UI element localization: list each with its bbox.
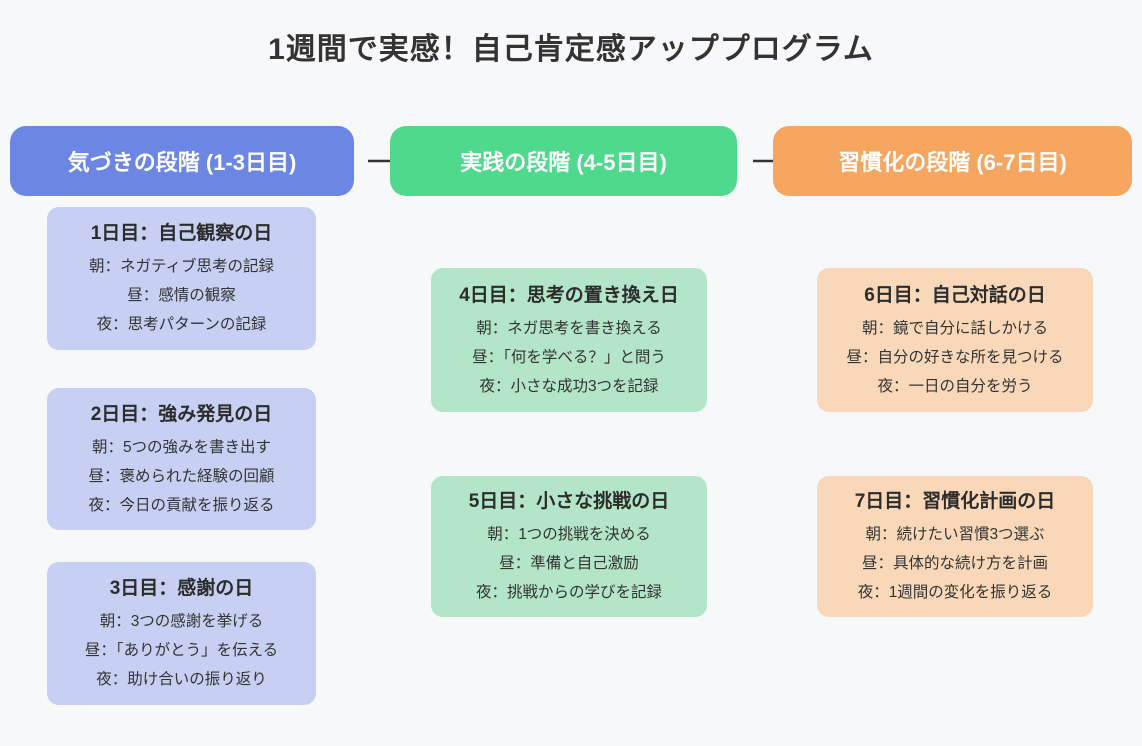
day-item-morning: 朝：1つの挑戦を決める	[487, 526, 651, 543]
day-item-night: 夜：一日の自分を労う	[877, 377, 1033, 395]
day-item-night: 夜：挑戦からの学びを記録	[475, 584, 662, 601]
phase-header-practice: 実践の段階 (4-5日目)	[390, 126, 737, 196]
phase-header-awareness: 気づきの段階 (1-3日目)	[10, 126, 354, 196]
day-item-noon: 昼：「ありがとう」を伝える	[84, 642, 279, 659]
phase-header-habit: 習慣化の段階 (6-7日目)	[773, 126, 1132, 196]
day-card-1: 1日目：自己観察の日 朝：ネガティブ思考の記録 昼：感情の観察 夜：思考パターン…	[47, 207, 316, 350]
day-item-night: 夜：思考パターンの記録	[96, 316, 267, 333]
day-item-noon: 昼：自分の好きな所を見つける	[846, 348, 1064, 366]
day-item-night: 夜：今日の貢献を振り返る	[88, 496, 275, 514]
day-title: 4日目：思考の置き換え日	[459, 284, 679, 306]
day-item-noon: 昼：準備と自己激励	[499, 555, 639, 572]
day-title: 2日目：強み発見の日	[90, 403, 273, 425]
phase-header-label: 気づきの段階 (1-3日目)	[67, 150, 297, 175]
phase-header-label: 実践の段階 (4-5日目)	[460, 150, 667, 175]
day-title: 3日目：感謝の日	[109, 578, 254, 599]
day-card-2: 2日目：強み発見の日 朝：5つの強みを書き出す 昼：褒められた経験の回顧 夜：今…	[47, 388, 316, 530]
day-item-morning: 朝：5つの強みを書き出す	[91, 438, 272, 456]
day-item-morning: 朝：ネガティブ思考の記録	[88, 258, 275, 275]
day-item-night: 夜：1週間の変化を振り返る	[857, 584, 1053, 601]
day-item-noon: 昼：「何を学べる？」と問う	[472, 348, 666, 366]
day-item-morning: 朝：鏡で自分に話しかける	[861, 319, 1048, 337]
page-title: 1週間で実感！自己肯定感アッププログラム	[268, 33, 874, 66]
day-card-7: 7日目：習慣化計画の日 朝：続けたい習慣3つ選ぶ 昼：具体的な続け方を計画 夜：…	[817, 476, 1093, 617]
day-item-noon: 昼：感情の観察	[127, 287, 236, 304]
day-item-morning: 朝：続けたい習慣3つ選ぶ	[865, 526, 1045, 543]
day-card-6: 6日目：自己対話の日 朝：鏡で自分に話しかける 昼：自分の好きな所を見つける 夜…	[817, 268, 1093, 412]
day-title: 5日目：小さな挑戦の日	[468, 491, 670, 512]
day-item-night: 夜：助け合いの振り返り	[96, 671, 267, 688]
day-item-morning: 朝：ネガ思考を書き換える	[476, 319, 662, 337]
day-title: 7日目：習慣化計画の日	[854, 491, 1056, 512]
day-item-morning: 朝：3つの感謝を挙げる	[99, 613, 264, 630]
day-item-noon: 昼：具体的な続け方を計画	[861, 555, 1048, 572]
day-card-4: 4日目：思考の置き換え日 朝：ネガ思考を書き換える 昼：「何を学べる？」と問う …	[431, 268, 707, 412]
day-item-night: 夜：小さな成功3つを記録	[479, 377, 659, 395]
day-item-noon: 昼：褒められた経験の回顧	[88, 467, 275, 485]
day-card-3: 3日目：感謝の日 朝：3つの感謝を挙げる 昼：「ありがとう」を伝える 夜：助け合…	[47, 562, 316, 705]
day-title: 1日目：自己観察の日	[90, 223, 273, 244]
phase-header-label: 習慣化の段階 (6-7日目)	[838, 150, 1067, 175]
day-title: 6日目：自己対話の日	[864, 284, 1046, 306]
day-card-5: 5日目：小さな挑戦の日 朝：1つの挑戦を決める 昼：準備と自己激励 夜：挑戦から…	[431, 476, 707, 617]
